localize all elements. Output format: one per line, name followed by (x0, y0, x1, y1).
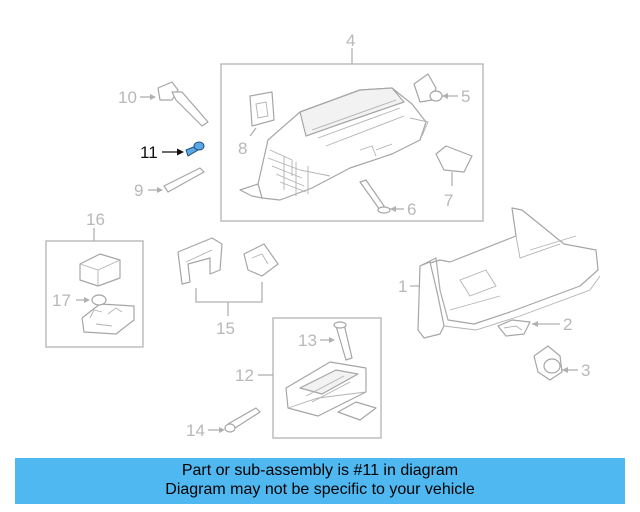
callout-4: 4 (346, 31, 355, 50)
callout-1: 1 (398, 277, 407, 296)
part-14-bolt: 14 (186, 407, 261, 440)
callout-12: 12 (235, 366, 254, 385)
part-3-lock: 3 (533, 345, 590, 381)
part-10-damper: 10 (118, 81, 209, 127)
part-11-screw: 11 (140, 141, 205, 162)
parts-diagram: 4 8 5 7 6 10 (45, 31, 601, 440)
callout-2: 2 (563, 315, 572, 334)
callout-16: 16 (86, 210, 105, 229)
banner-line-2: Diagram may not be specific to your vehi… (165, 481, 475, 498)
callout-10: 10 (118, 88, 137, 107)
callout-17: 17 (52, 291, 71, 310)
callout-3: 3 (581, 361, 590, 380)
callout-15: 15 (216, 319, 235, 338)
callout-11: 11 (140, 143, 158, 162)
part-2-clip: 2 (497, 315, 572, 337)
part-8-bracket: 8 (238, 91, 275, 158)
part-6-pin: 6 (359, 179, 416, 219)
callout-8: 8 (238, 139, 247, 158)
callout-6: 6 (407, 200, 416, 219)
part-9-rod: 9 (134, 167, 205, 200)
part-5-knob: 5 (413, 73, 470, 106)
part-7-latch: 7 (435, 145, 473, 210)
callout-14: 14 (186, 421, 205, 440)
assembly-box-16: 16 17 (45, 210, 144, 348)
assembly-box-12: 12 13 (235, 317, 382, 439)
glove-box-housing (239, 87, 429, 201)
part-15-brackets: 15 (177, 237, 279, 338)
callout-13: 13 (298, 331, 317, 350)
assembly-box-4: 4 (220, 31, 484, 222)
banner-line-1: Part or sub-assembly is #11 in diagram (181, 462, 459, 479)
callout-7: 7 (444, 191, 453, 210)
info-banner: Part or sub-assembly is #11 in diagram D… (15, 458, 625, 504)
part-1-glove-box-door: 1 (398, 207, 601, 339)
callout-9: 9 (134, 181, 143, 200)
callout-5: 5 (461, 87, 470, 106)
